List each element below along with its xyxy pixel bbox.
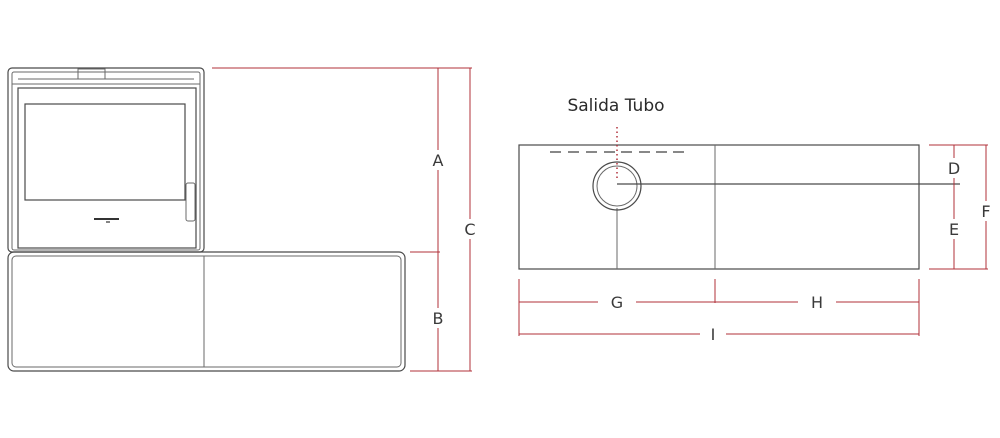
label-d: D <box>948 159 960 178</box>
label-f: F <box>981 202 990 221</box>
stove-body-inner <box>11 71 201 251</box>
top-vent-plate <box>77 68 106 80</box>
stove-base-inner <box>11 255 402 368</box>
pipe-outlet-inner <box>596 165 638 207</box>
stove-door <box>17 87 197 249</box>
stove-body <box>7 67 205 253</box>
stove-base <box>7 251 406 372</box>
front-view: A B C <box>7 67 478 372</box>
label-a: A <box>433 151 444 170</box>
top-view-body <box>518 144 920 270</box>
label-g: G <box>611 293 623 312</box>
label-e: E <box>949 220 959 239</box>
label-b: B <box>433 309 444 328</box>
label-h: H <box>811 293 823 312</box>
label-i: I <box>711 325 716 344</box>
pipe-outlet-label: Salida Tubo <box>567 96 664 116</box>
top-view: Salida Tubo D E F G H I <box>518 96 994 344</box>
label-c: C <box>464 220 475 239</box>
stove-glass <box>24 103 186 201</box>
pipe-outlet-circle <box>592 161 642 211</box>
door-handle <box>185 182 196 222</box>
brand-logo <box>94 218 119 223</box>
